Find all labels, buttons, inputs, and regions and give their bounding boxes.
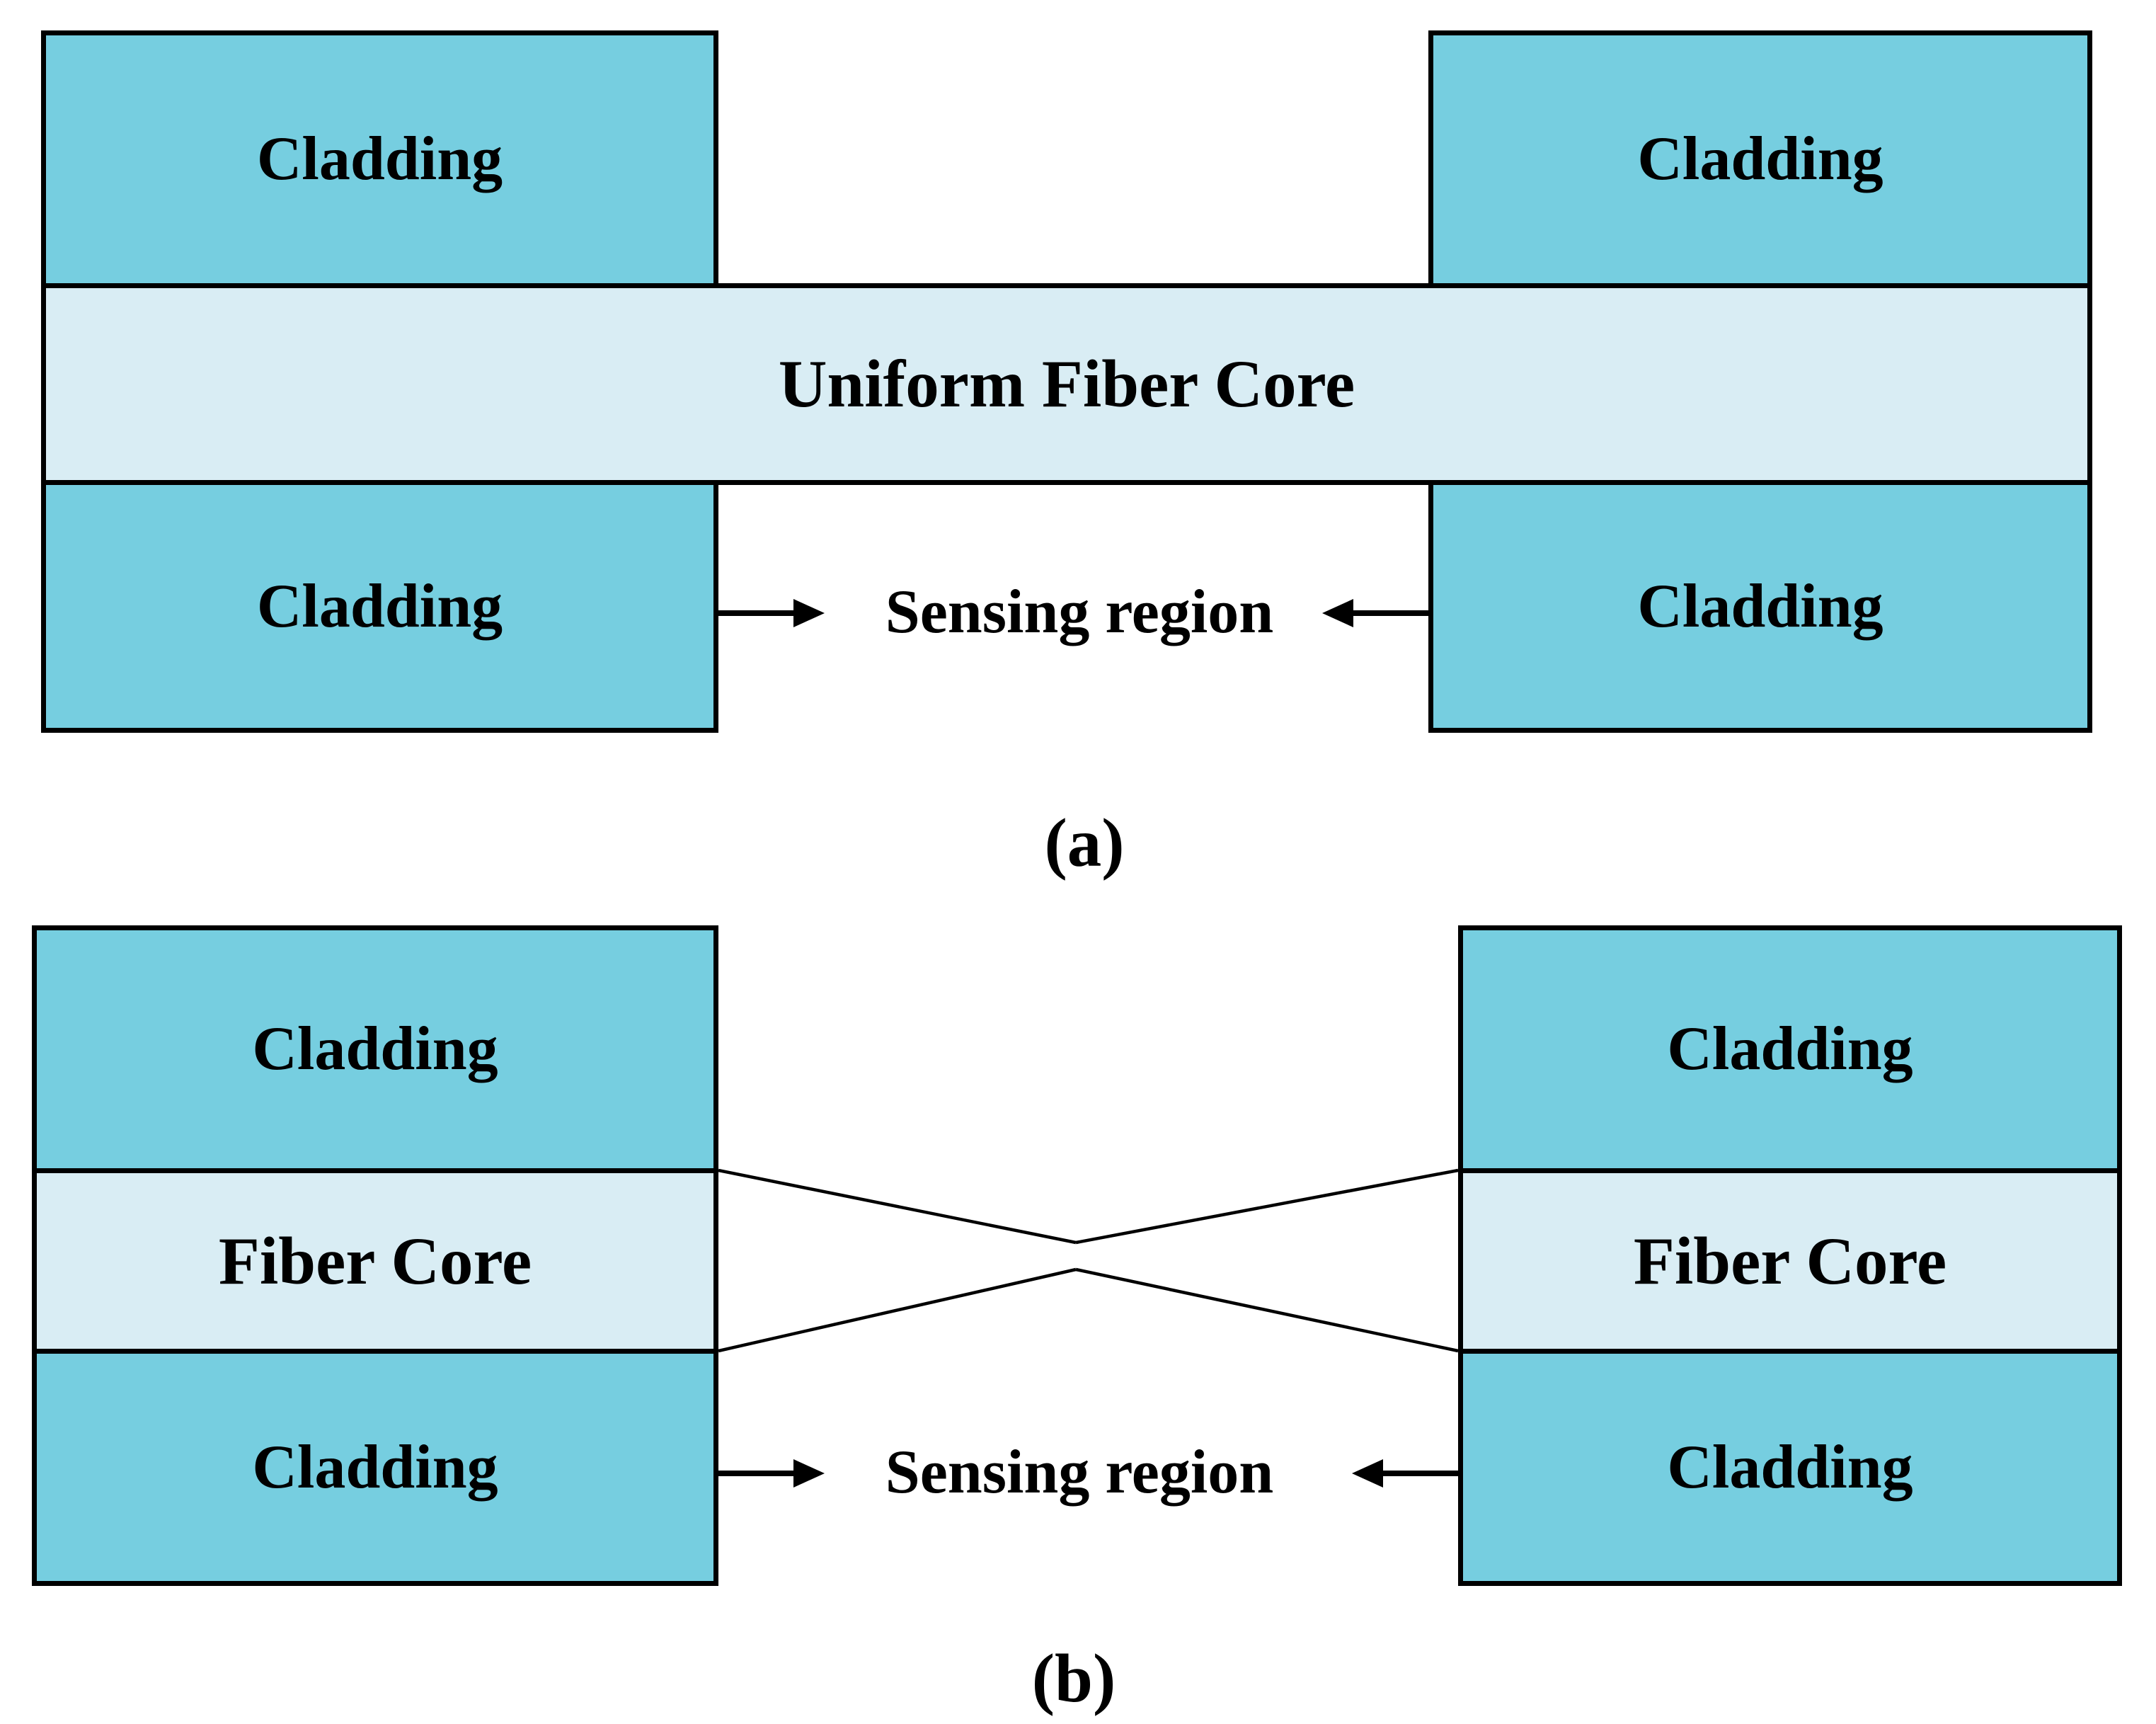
cladding-label-a-top-left: Cladding (256, 125, 503, 193)
cladding-block-b-bottom-right: Cladding (1458, 1349, 2122, 1586)
cladding-label-a-bottom-right: Cladding (1637, 571, 1883, 641)
uniform-fiber-core-band: Uniform Fiber Core (41, 283, 2092, 485)
taper-line-bottom-right (1075, 1267, 1459, 1353)
arrow-shaft (718, 610, 793, 616)
arrow-head-left-icon (1322, 599, 1353, 627)
cladding-block-b-top-left: Cladding (32, 925, 718, 1173)
arrow-head-left-icon (1352, 1459, 1383, 1488)
fiber-core-block-b-right: Fiber Core (1458, 1168, 2122, 1354)
cladding-block-b-bottom-left: Cladding (32, 1349, 718, 1586)
arrow-head-right-icon (793, 599, 825, 627)
arrow-left-icon (1322, 599, 1428, 627)
arrow-shaft (1383, 1471, 1458, 1476)
fiber-core-block-b-left: Fiber Core (32, 1168, 718, 1354)
caption-b: (b) (1031, 1640, 1116, 1716)
cladding-block-a-bottom-left: Cladding (41, 480, 718, 733)
cladding-label-a-bottom-left: Cladding (256, 571, 503, 641)
cladding-label-b-bottom-left: Cladding (252, 1432, 498, 1502)
cladding-label-b-bottom-right: Cladding (1667, 1432, 1913, 1502)
cladding-block-a-top-left: Cladding (41, 30, 718, 288)
taper-line-top-left (718, 1168, 1077, 1245)
taper-line-top-right (1075, 1168, 1459, 1245)
cladding-block-a-top-right: Cladding (1428, 30, 2092, 288)
caption-a: (a) (1044, 804, 1125, 881)
sensing-region-label-a: Sensing region (885, 578, 1274, 646)
uniform-fiber-core-label: Uniform Fiber Core (778, 346, 1355, 421)
fiber-core-label-b-right: Fiber Core (1633, 1223, 1947, 1298)
cladding-block-a-bottom-right: Cladding (1428, 480, 2092, 733)
cladding-label-b-top-left: Cladding (252, 1015, 498, 1083)
arrow-left-icon (1352, 1459, 1458, 1488)
arrow-shaft (718, 1471, 793, 1476)
sensing-region-label-b: Sensing region (885, 1438, 1274, 1507)
arrow-right-icon (718, 599, 825, 627)
taper-line-bottom-left (718, 1267, 1077, 1353)
arrow-shaft (1353, 610, 1428, 616)
cladding-label-b-top-right: Cladding (1667, 1015, 1913, 1083)
cladding-label-a-top-right: Cladding (1637, 125, 1883, 193)
arrow-right-icon (718, 1459, 825, 1488)
arrow-head-right-icon (793, 1459, 825, 1488)
cladding-block-b-top-right: Cladding (1458, 925, 2122, 1173)
fiber-core-label-b-left: Fiber Core (218, 1223, 532, 1298)
